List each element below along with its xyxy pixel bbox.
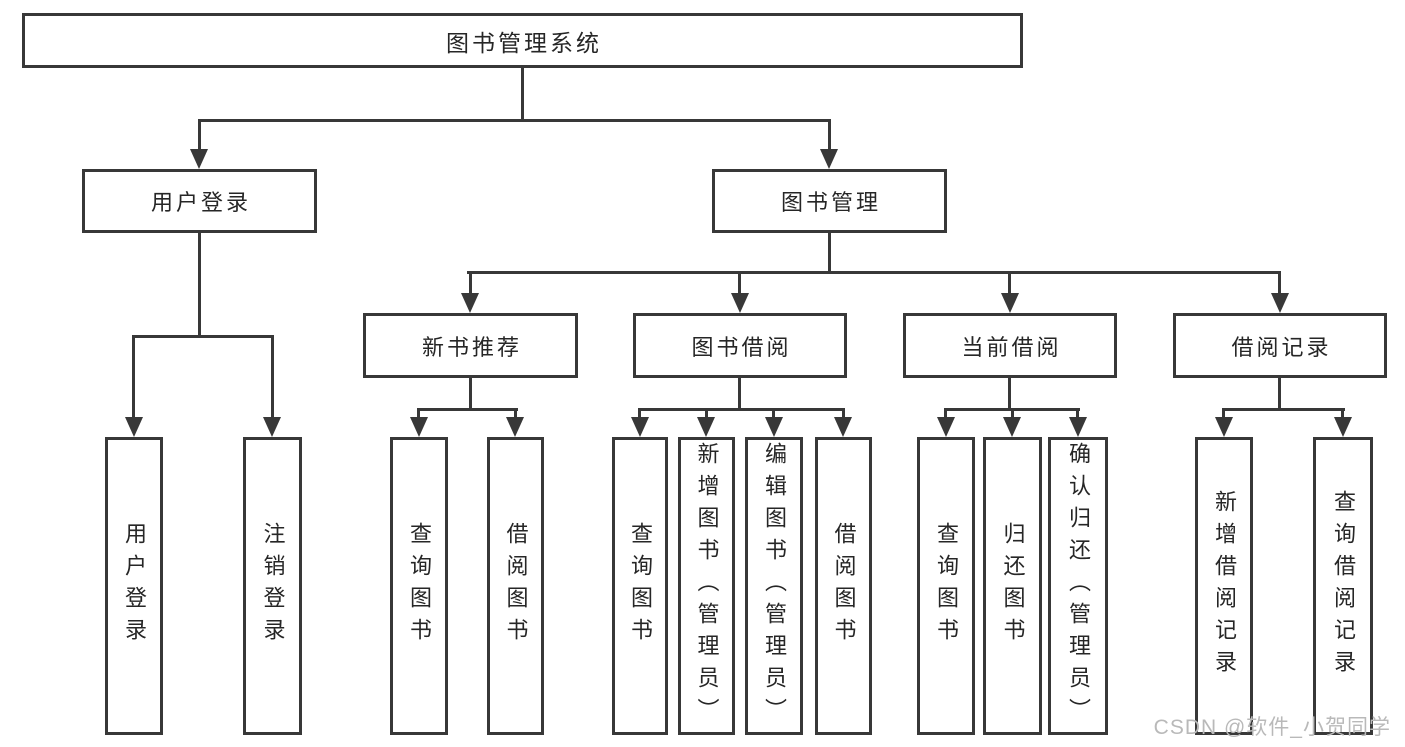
node-new-book-recommend: 新书推荐 bbox=[363, 313, 578, 378]
leaf-cb-confirm-return-admin: 确认归还（管理员） bbox=[1048, 437, 1108, 735]
connector-drop bbox=[1076, 408, 1079, 418]
node-book-management-label: 图书管理 bbox=[780, 190, 881, 215]
connector-user-login-stem bbox=[198, 233, 201, 338]
connector-drop bbox=[638, 408, 641, 418]
arrow-down-icon bbox=[1001, 293, 1019, 313]
arrow-down-icon bbox=[834, 417, 852, 437]
connector-new-book-rec-stem bbox=[469, 378, 472, 411]
arrow-down-icon bbox=[631, 417, 649, 437]
leaf-nbr-query-book-label: 查询图书 bbox=[407, 522, 432, 650]
leaf-bb-edit-book-admin: 编辑图书（管理员） bbox=[745, 437, 803, 735]
connector-drop-leaf-logout bbox=[271, 335, 274, 418]
csdn-watermark: CSDN @软件_小贺同学 bbox=[1153, 716, 1391, 739]
connector-root-hbar bbox=[198, 119, 831, 122]
arrow-down-icon bbox=[263, 417, 281, 437]
connector-drop-borrow-record bbox=[1278, 271, 1281, 294]
arrow-down-icon bbox=[410, 417, 428, 437]
leaf-br-query-record-label: 查询借阅记录 bbox=[1331, 490, 1356, 682]
connector-book-mgmt-stem bbox=[828, 233, 831, 274]
arrow-down-icon bbox=[697, 417, 715, 437]
connector-borrow-record-hbar bbox=[1222, 408, 1345, 411]
connector-drop bbox=[1222, 408, 1225, 418]
connector-new-book-rec-hbar bbox=[417, 408, 518, 411]
connector-book-borrow-hbar bbox=[638, 408, 845, 411]
arrow-down-icon bbox=[125, 417, 143, 437]
arrow-down-icon bbox=[937, 417, 955, 437]
leaf-bb-add-book-admin: 新增图书（管理员） bbox=[678, 437, 735, 735]
connector-book-borrow-stem bbox=[738, 378, 741, 411]
connector-drop-book-mgmt bbox=[828, 119, 831, 150]
arrow-down-icon bbox=[731, 293, 749, 313]
connector-drop bbox=[417, 408, 420, 418]
connector-drop-new-book-rec bbox=[469, 271, 472, 294]
node-root-label: 图书管理系统 bbox=[446, 29, 602, 56]
node-book-borrow-label: 图书借阅 bbox=[691, 334, 792, 360]
node-user-login-label: 用户登录 bbox=[150, 190, 251, 215]
arrow-down-icon bbox=[1215, 417, 1233, 437]
leaf-cb-return-book: 归还图书 bbox=[983, 437, 1042, 735]
leaf-user-login: 用户登录 bbox=[105, 437, 163, 735]
connector-drop bbox=[1341, 408, 1344, 418]
node-current-borrow-label: 当前借阅 bbox=[961, 334, 1062, 360]
leaf-bb-add-book-admin-label: 新增图书（管理员） bbox=[694, 442, 720, 730]
leaf-cb-return-book-label: 归还图书 bbox=[1000, 522, 1026, 650]
connector-drop bbox=[944, 408, 947, 418]
leaf-bb-query-book-label: 查询图书 bbox=[628, 522, 653, 650]
node-book-borrow: 图书借阅 bbox=[633, 313, 847, 378]
connector-drop bbox=[705, 408, 708, 418]
arrow-down-icon bbox=[190, 149, 208, 169]
node-root-library-system: 图书管理系统 bbox=[22, 13, 1023, 68]
arrow-down-icon bbox=[506, 417, 524, 437]
arrow-down-icon bbox=[1334, 417, 1352, 437]
leaf-bb-query-book: 查询图书 bbox=[612, 437, 668, 735]
node-book-management: 图书管理 bbox=[712, 169, 947, 233]
connector-drop-current-borrow bbox=[1008, 271, 1011, 294]
leaf-br-query-record: 查询借阅记录 bbox=[1313, 437, 1373, 735]
connector-drop bbox=[772, 408, 775, 418]
arrow-down-icon bbox=[820, 149, 838, 169]
node-borrow-record: 借阅记录 bbox=[1173, 313, 1387, 378]
leaf-bb-edit-book-admin-label: 编辑图书（管理员） bbox=[762, 442, 787, 730]
connector-borrow-record-stem bbox=[1278, 378, 1281, 411]
connector-drop bbox=[514, 408, 517, 418]
leaf-logout: 注销登录 bbox=[243, 437, 302, 735]
connector-drop bbox=[842, 408, 845, 418]
connector-drop-book-borrow bbox=[738, 271, 741, 294]
leaf-br-add-record-label: 新增借阅记录 bbox=[1212, 490, 1237, 682]
leaf-nbr-borrow-book: 借阅图书 bbox=[487, 437, 544, 735]
arrow-down-icon bbox=[765, 417, 783, 437]
arrow-down-icon bbox=[1069, 417, 1087, 437]
node-current-borrow: 当前借阅 bbox=[903, 313, 1117, 378]
leaf-nbr-borrow-book-label: 借阅图书 bbox=[503, 522, 529, 650]
node-user-login: 用户登录 bbox=[82, 169, 317, 233]
arrow-down-icon bbox=[1003, 417, 1021, 437]
connector-current-borrow-stem bbox=[1008, 378, 1011, 411]
leaf-cb-query-book-label: 查询图书 bbox=[934, 522, 959, 650]
node-new-book-recommend-label: 新书推荐 bbox=[421, 334, 522, 360]
leaf-br-add-record: 新增借阅记录 bbox=[1195, 437, 1253, 735]
connector-root-stem bbox=[521, 68, 524, 122]
connector-drop-user-login bbox=[198, 119, 201, 150]
leaf-cb-confirm-return-admin-label: 确认归还（管理员） bbox=[1066, 442, 1091, 730]
connector-user-login-hbar bbox=[132, 335, 274, 338]
leaf-user-login-label: 用户登录 bbox=[122, 522, 147, 650]
node-borrow-record-label: 借阅记录 bbox=[1231, 334, 1332, 360]
leaf-logout-label: 注销登录 bbox=[260, 522, 286, 650]
connector-book-mgmt-hbar bbox=[467, 271, 1281, 274]
leaf-bb-borrow-book-label: 借阅图书 bbox=[831, 522, 857, 650]
arrow-down-icon bbox=[461, 293, 479, 313]
connector-drop bbox=[1011, 408, 1014, 418]
leaf-cb-query-book: 查询图书 bbox=[917, 437, 975, 735]
leaf-bb-borrow-book: 借阅图书 bbox=[815, 437, 872, 735]
leaf-nbr-query-book: 查询图书 bbox=[390, 437, 448, 735]
connector-drop-leaf-user-login bbox=[132, 335, 135, 418]
arrow-down-icon bbox=[1271, 293, 1289, 313]
